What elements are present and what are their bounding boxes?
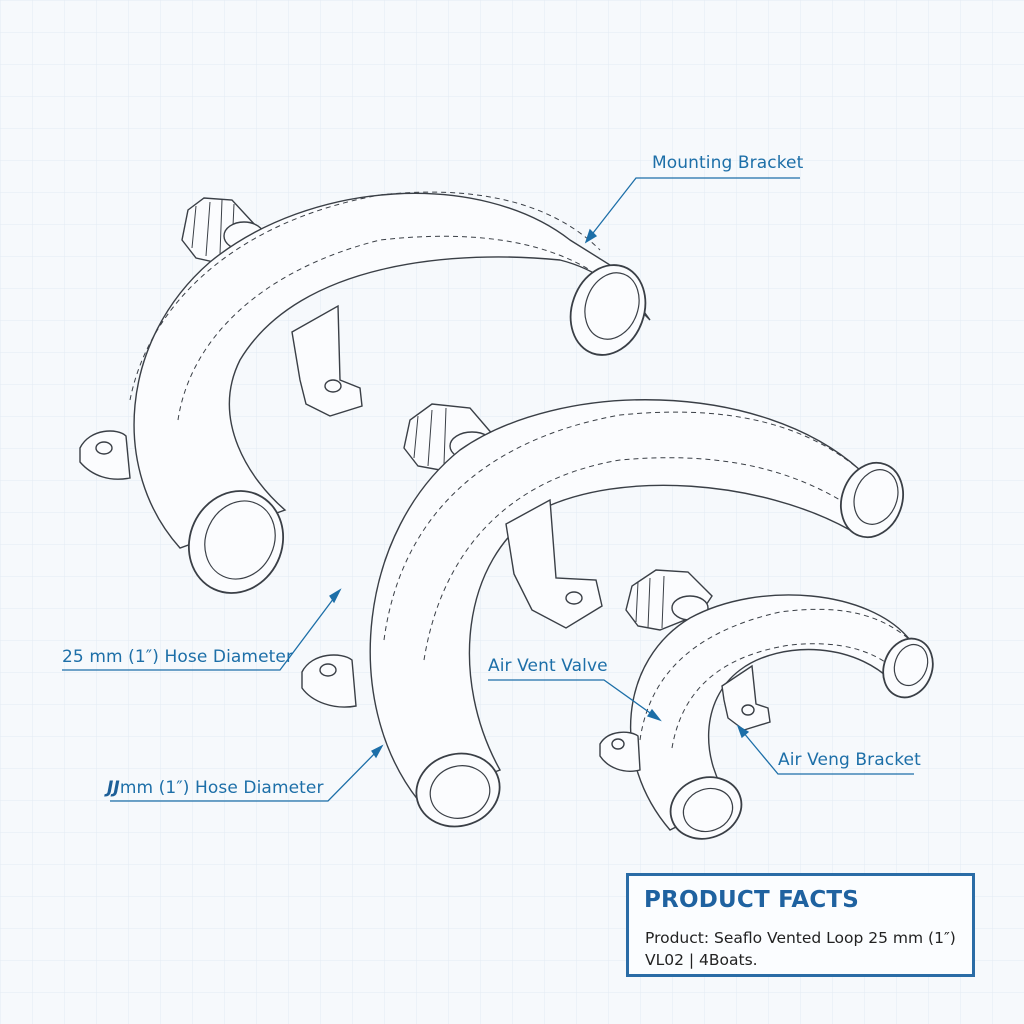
leader-hose-diameter-1 bbox=[62, 589, 341, 671]
leader-mounting-bracket bbox=[585, 177, 800, 243]
label-hose-diameter-2: JJmm (1″) Hose Diameter bbox=[107, 778, 324, 798]
label-hose-diameter-1: 25 mm (1″) Hose Diameter bbox=[62, 647, 294, 667]
flange-small bbox=[599, 731, 641, 772]
flange-medium bbox=[301, 654, 357, 708]
label-hose-diameter-2-prefix: JJ bbox=[107, 778, 120, 798]
leader-air-veng-bracket bbox=[737, 725, 914, 775]
label-air-vent-valve: Air Vent Valve bbox=[488, 656, 608, 676]
label-hose-diameter-2-text: mm (1″) Hose Diameter bbox=[119, 778, 324, 798]
vented-loop-small bbox=[599, 569, 934, 840]
product-facts-text: Product: Seaflo Vented Loop 25 mm (1″) V… bbox=[645, 929, 956, 969]
flange-large bbox=[79, 430, 131, 480]
label-mounting-bracket: Mounting Bracket bbox=[652, 153, 804, 173]
product-facts-title: PRODUCT FACTS bbox=[644, 887, 860, 913]
mounting-bracket-large bbox=[291, 304, 363, 417]
callout-lines bbox=[62, 177, 914, 802]
vented-loop-large bbox=[79, 191, 651, 594]
leader-hose-diameter-2 bbox=[110, 745, 383, 802]
leader-air-vent-valve bbox=[488, 679, 661, 721]
vented-loop-medium bbox=[301, 399, 904, 828]
label-air-veng-bracket: Air Veng Bracket bbox=[778, 750, 921, 770]
product-facts-box: PRODUCT FACTS Product: Seaflo Vented Loo… bbox=[626, 873, 975, 977]
mounting-bracket-medium bbox=[505, 498, 603, 629]
air-veng-bracket-small bbox=[721, 664, 771, 731]
